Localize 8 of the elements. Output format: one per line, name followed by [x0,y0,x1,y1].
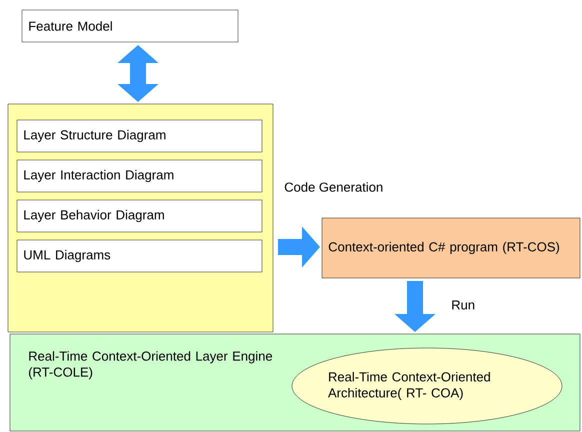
text-box: Layer Structure Diagram [16,120,262,152]
text-box: Layer Interaction Diagram [16,160,262,192]
text-box: Feature Model [22,10,238,42]
text-box: UML Diagrams [16,240,262,272]
edge-label: Code Generation [284,182,382,192]
edge-label: Run [452,300,474,310]
text-box: Layer Behavior Diagram [16,200,262,232]
program-box: Context-oriented C# program (RT-COS) [322,218,580,278]
